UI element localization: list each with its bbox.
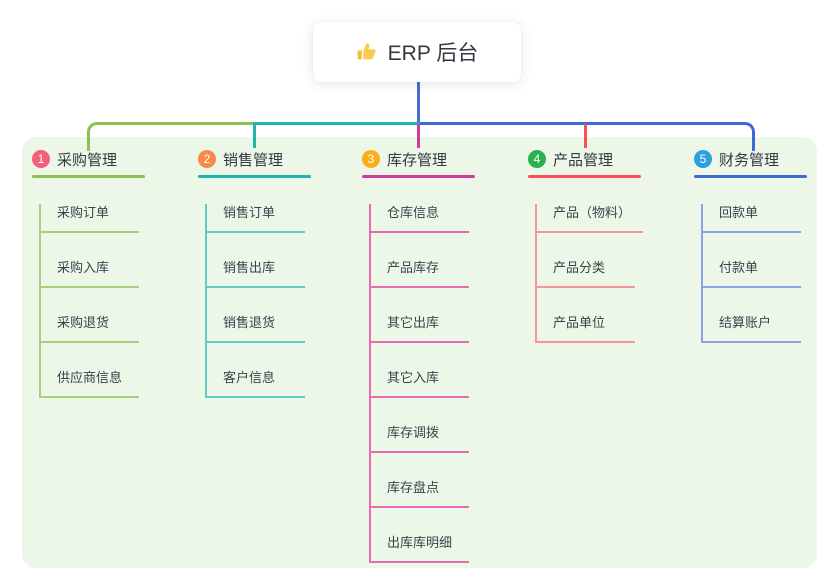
child-node[interactable]: 销售订单 xyxy=(207,204,305,233)
thumbs-up-icon xyxy=(356,41,378,63)
mindmap-canvas xyxy=(22,137,817,568)
branch-title-inventory[interactable]: 3 库存管理 xyxy=(362,148,475,170)
child-node[interactable]: 客户信息 xyxy=(207,369,305,398)
branch-children: 采购订单 采购入库 采购退货 供应商信息 xyxy=(39,204,145,398)
child-node[interactable]: 出库库明细 xyxy=(371,534,469,563)
child-node[interactable]: 产品（物料） xyxy=(537,204,644,233)
branch-finance: 5 财务管理 回款单 付款单 结算账户 xyxy=(694,148,807,343)
root-node-label: ERP 后台 xyxy=(387,42,479,65)
branch-children: 仓库信息 产品库存 其它出库 其它入库 库存调拨 库存盘点 出库库明细 xyxy=(369,204,475,563)
connector-product-drop xyxy=(584,124,587,148)
child-node[interactable]: 仓库信息 xyxy=(371,204,469,233)
connector-sales-drop xyxy=(253,122,256,148)
connector-sales-horizontal xyxy=(253,122,420,125)
branch-inventory: 3 库存管理 仓库信息 产品库存 其它出库 其它入库 库存调拨 库存盘点 出库库… xyxy=(362,148,475,563)
branch-number-badge: 2 xyxy=(198,150,216,168)
child-node[interactable]: 采购订单 xyxy=(41,204,139,233)
branch-number-badge: 3 xyxy=(362,150,380,168)
child-node[interactable]: 供应商信息 xyxy=(41,369,139,398)
branch-number-badge: 1 xyxy=(32,150,50,168)
branch-title-label: 产品管理 xyxy=(553,151,614,169)
connector-purchase xyxy=(87,122,256,151)
connector-root xyxy=(417,82,420,125)
child-node[interactable]: 其它出库 xyxy=(371,314,469,343)
child-node[interactable]: 产品库存 xyxy=(371,259,469,288)
branch-children: 产品（物料） 产品分类 产品单位 xyxy=(535,204,644,343)
child-node[interactable]: 其它入库 xyxy=(371,369,469,398)
child-node[interactable]: 库存调拨 xyxy=(371,424,469,453)
child-node[interactable]: 销售退货 xyxy=(207,314,305,343)
branch-title-label: 库存管理 xyxy=(387,151,448,169)
child-node[interactable]: 产品单位 xyxy=(537,314,635,343)
branch-underline xyxy=(362,175,475,178)
child-node[interactable]: 采购退货 xyxy=(41,314,139,343)
branch-underline xyxy=(694,175,807,178)
branch-title-label: 采购管理 xyxy=(57,151,118,169)
branch-product: 4 产品管理 产品（物料） 产品分类 产品单位 xyxy=(528,148,644,343)
child-node[interactable]: 产品分类 xyxy=(537,259,635,288)
child-node[interactable]: 付款单 xyxy=(703,259,801,288)
branch-purchase: 1 采购管理 采购订单 采购入库 采购退货 供应商信息 xyxy=(32,148,145,398)
child-node[interactable]: 采购入库 xyxy=(41,259,139,288)
root-node-erp[interactable]: ERP 后台 xyxy=(313,22,521,82)
child-node[interactable]: 销售出库 xyxy=(207,259,305,288)
branch-number-badge: 5 xyxy=(694,150,712,168)
branch-title-label: 销售管理 xyxy=(223,151,284,169)
branch-sales: 2 销售管理 销售订单 销售出库 销售退货 客户信息 xyxy=(198,148,311,398)
child-node[interactable]: 回款单 xyxy=(703,204,801,233)
child-node[interactable]: 结算账户 xyxy=(703,314,801,343)
branch-children: 销售订单 销售出库 销售退货 客户信息 xyxy=(205,204,311,398)
branch-title-product[interactable]: 4 产品管理 xyxy=(528,148,641,170)
branch-title-sales[interactable]: 2 销售管理 xyxy=(198,148,311,170)
branch-underline xyxy=(198,175,311,178)
branch-underline xyxy=(528,175,641,178)
child-node[interactable]: 库存盘点 xyxy=(371,479,469,508)
connector-finance xyxy=(420,122,755,151)
branch-children: 回款单 付款单 结算账户 xyxy=(701,204,807,343)
branch-title-purchase[interactable]: 1 采购管理 xyxy=(32,148,145,170)
branch-underline xyxy=(32,175,145,178)
branch-title-finance[interactable]: 5 财务管理 xyxy=(694,148,807,170)
branch-title-label: 财务管理 xyxy=(719,151,780,169)
connector-inventory-drop xyxy=(417,124,420,148)
branch-number-badge: 4 xyxy=(528,150,546,168)
